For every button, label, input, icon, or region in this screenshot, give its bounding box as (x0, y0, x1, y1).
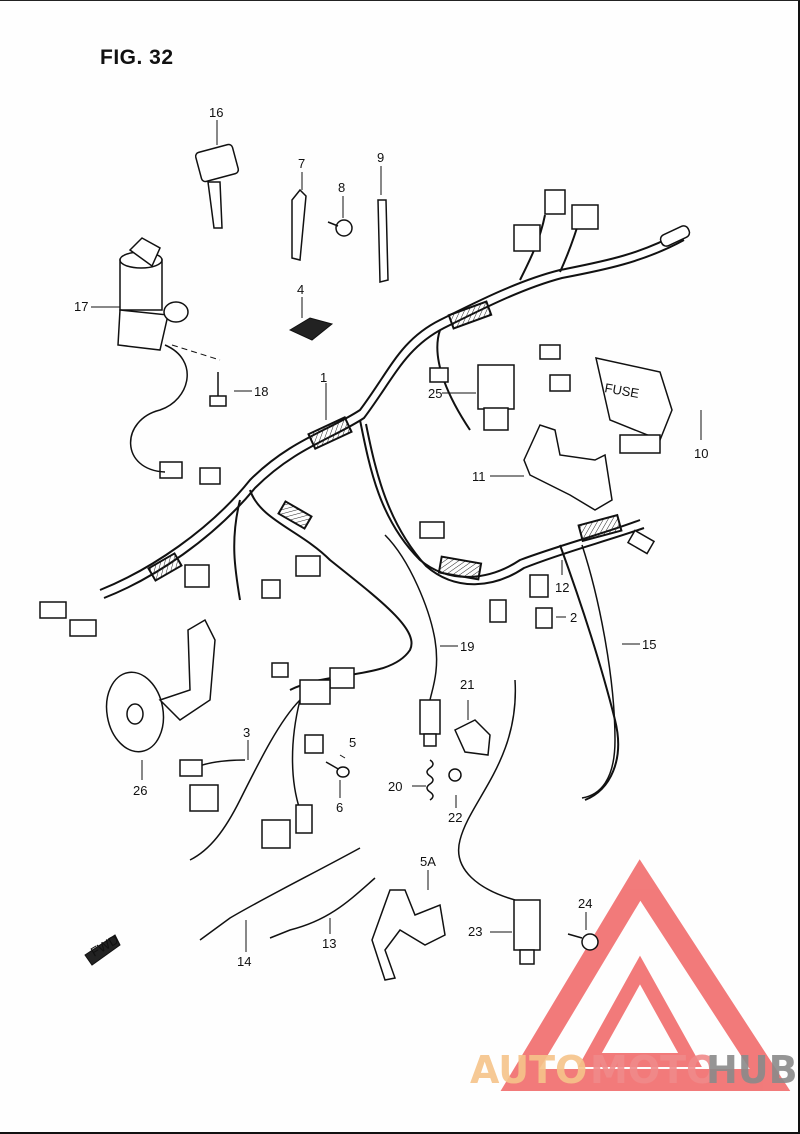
bracket-5a (371, 889, 446, 981)
watermark-auto: AUTO (470, 1048, 587, 1092)
horn-26 (105, 618, 216, 753)
callout-3: 3 (243, 725, 250, 740)
harness-connectors (39, 189, 691, 689)
callout-12: 12 (555, 580, 569, 595)
ground-wire-15 (581, 544, 616, 799)
main-wiring-harness (99, 214, 685, 801)
callout-19: 19 (460, 639, 474, 654)
callout-5a: 5A (420, 854, 436, 869)
leader-lines (91, 120, 702, 952)
callout-6: 6 (336, 800, 343, 815)
watermark-moto: MOTO (590, 1048, 718, 1092)
callout-21: 21 (460, 677, 474, 692)
callout-18: 18 (254, 384, 268, 399)
sub-harness-3-connectors (179, 679, 331, 849)
screw-8 (327, 219, 353, 237)
callout-20: 20 (388, 779, 402, 794)
callout-10: 10 (694, 446, 708, 461)
watermark-logo (500, 859, 791, 1091)
callout-5: 5 (349, 735, 356, 750)
callout-23: 23 (468, 924, 482, 939)
figure-title: FIG. 32 (100, 46, 174, 69)
callout-labels: 1 2 3 4 5 5A 6 7 8 9 10 11 12 13 14 15 1… (74, 105, 708, 969)
bolt-24 (567, 933, 599, 951)
lead-13 (269, 877, 376, 939)
sensor-23 (513, 899, 541, 965)
callout-4: 4 (297, 282, 304, 297)
callout-14: 14 (237, 954, 251, 969)
sensor-wire-19 (384, 534, 438, 701)
lead-14 (199, 847, 361, 941)
callout-7: 7 (298, 156, 305, 171)
callout-1: 1 (320, 370, 327, 385)
callout-22: 22 (448, 810, 462, 825)
fuse-box-label: FUSE (603, 380, 640, 401)
spring-20 (426, 759, 434, 801)
cable-tie-9 (377, 199, 389, 283)
clamp-7 (291, 188, 307, 261)
fwd-arrow-icon (84, 934, 121, 966)
callout-11: 11 (472, 469, 486, 484)
bracket-5 (304, 734, 324, 754)
pad-4 (288, 317, 334, 341)
fuse-box (595, 357, 673, 454)
callout-9: 9 (377, 150, 384, 165)
sensor-wire-23 (457, 679, 517, 901)
bolt-18 (209, 372, 227, 407)
ignition-switch-17 (117, 237, 189, 351)
callout-26: 26 (133, 783, 147, 798)
callout-16: 16 (209, 105, 223, 120)
callout-25: 25 (428, 386, 442, 401)
callout-13: 13 (322, 936, 336, 951)
callout-24: 24 (578, 896, 592, 911)
callout-8: 8 (338, 180, 345, 195)
watermark-text: AUTO MOTO HUB (470, 1048, 798, 1092)
callout-17: 17 (74, 299, 88, 314)
watermark-hub: HUB (706, 1048, 798, 1092)
bracket-21 (454, 719, 491, 756)
screw-6 (325, 761, 350, 778)
callout-15: 15 (642, 637, 656, 652)
key-16 (194, 143, 240, 229)
switch-19 (419, 699, 441, 747)
ignition-wire (129, 344, 188, 473)
callout-2: 2 (570, 610, 577, 625)
bracket-11 (523, 424, 613, 511)
leader-18-dash (171, 344, 221, 361)
screw-22 (448, 768, 462, 782)
relay-25 (477, 364, 515, 431)
